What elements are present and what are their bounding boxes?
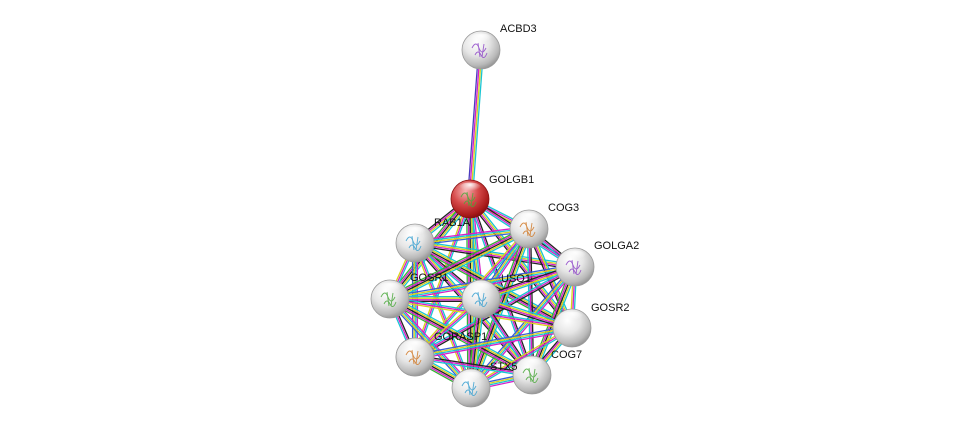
- node-highlight: [403, 226, 427, 239]
- node-label-uso1: USO1: [501, 273, 531, 285]
- node-highlight: [459, 371, 483, 384]
- node-layer: [370, 30, 595, 408]
- node-highlight: [458, 182, 482, 195]
- node-highlight: [469, 33, 493, 46]
- edge-acbd3-golgb1: [468, 49, 481, 200]
- node-label-gosr1: GOSR1: [410, 272, 449, 284]
- edge-gosr2-stx5: [469, 325, 572, 388]
- edge-golga2-stx5: [469, 265, 576, 389]
- edge-gosr2-gorasp1: [414, 328, 573, 359]
- node-highlight: [563, 250, 587, 263]
- edge-gosr2-stx5: [470, 327, 573, 389]
- node-label-cog3: COG3: [548, 202, 579, 214]
- edge-rab1a-golga2: [414, 239, 577, 266]
- edge-gosr1-cog7: [389, 298, 533, 376]
- node-highlight: [560, 311, 584, 324]
- node-highlight: [520, 358, 544, 371]
- protein-structure-icon: [519, 221, 536, 237]
- edge-gosr2-gorasp1: [414, 326, 573, 357]
- edge-gorasp1-cog7: [414, 354, 533, 375]
- node-unlabeled[interactable]: [395, 337, 435, 377]
- node-uso1[interactable]: [461, 279, 501, 319]
- node-stx5[interactable]: [451, 368, 491, 408]
- protein-structure-icon: [522, 367, 539, 383]
- edge-cog3-gosr1: [390, 229, 531, 302]
- protein-structure-icon: [380, 291, 397, 307]
- edge-gorasp1-cog7: [414, 356, 533, 376]
- node-gosr1[interactable]: [370, 279, 410, 319]
- node-golgb1[interactable]: [450, 179, 490, 219]
- protein-structure-icon: [405, 349, 422, 365]
- edge-gosr1-cog7: [390, 296, 534, 375]
- node-highlight: [403, 340, 427, 353]
- node-label-stx5: STX5: [490, 361, 518, 373]
- edge-acbd3-golgb1: [471, 49, 485, 200]
- node-label-cog7: COG7: [551, 349, 582, 361]
- protein-structure-icon: [471, 291, 488, 307]
- protein-structure-icon: [461, 380, 478, 396]
- node-label-acbd3: ACBD3: [500, 23, 537, 35]
- edge-cog3-gosr1: [390, 231, 532, 303]
- node-highlight: [517, 212, 541, 225]
- node-highlight: [469, 282, 493, 295]
- edge-gorasp1-cog7: [414, 357, 533, 378]
- edge-golga2-stx5: [472, 267, 578, 391]
- node-cog7[interactable]: [512, 355, 552, 395]
- node-label-gosr2: GOSR2: [591, 302, 630, 314]
- edge-golgb1-gosr2: [468, 198, 573, 330]
- edge-gosr2-gorasp1: [413, 324, 573, 356]
- protein-structure-icon: [460, 191, 477, 207]
- protein-structure-icon: [471, 42, 488, 58]
- edge-acbd3-golgb1: [470, 49, 483, 200]
- protein-structure-icon: [565, 259, 582, 275]
- edge-cog3-gosr1: [387, 225, 529, 297]
- edge-gosr1-cog7: [390, 295, 535, 373]
- node-gosr2[interactable]: [552, 308, 592, 348]
- protein-structure-icon: [405, 235, 422, 251]
- edge-cog3-gosr1: [389, 228, 530, 300]
- edge-cog3-gosr1: [388, 226, 529, 299]
- edge-rab1a-golga2: [414, 241, 576, 267]
- node-label-golga2: GOLGA2: [594, 240, 639, 252]
- node-label-gorasp1: GORASP1: [434, 331, 487, 343]
- node-highlight: [378, 282, 402, 295]
- node-label-rab1a: RAB1A: [434, 217, 471, 229]
- node-rab1a[interactable]: [395, 223, 435, 263]
- node-golga2[interactable]: [555, 247, 595, 287]
- edge-rab1a-golga2: [414, 243, 576, 269]
- edge-gosr2-gorasp1: [414, 329, 574, 361]
- node-acbd3[interactable]: [461, 30, 501, 70]
- edge-golga2-gorasp1: [415, 267, 577, 360]
- node-label-golgb1: GOLGB1: [489, 174, 534, 186]
- edge-acbd3-golgb1: [466, 49, 480, 200]
- node-cog3[interactable]: [509, 209, 549, 249]
- edge-golgb1-cog7: [469, 198, 533, 376]
